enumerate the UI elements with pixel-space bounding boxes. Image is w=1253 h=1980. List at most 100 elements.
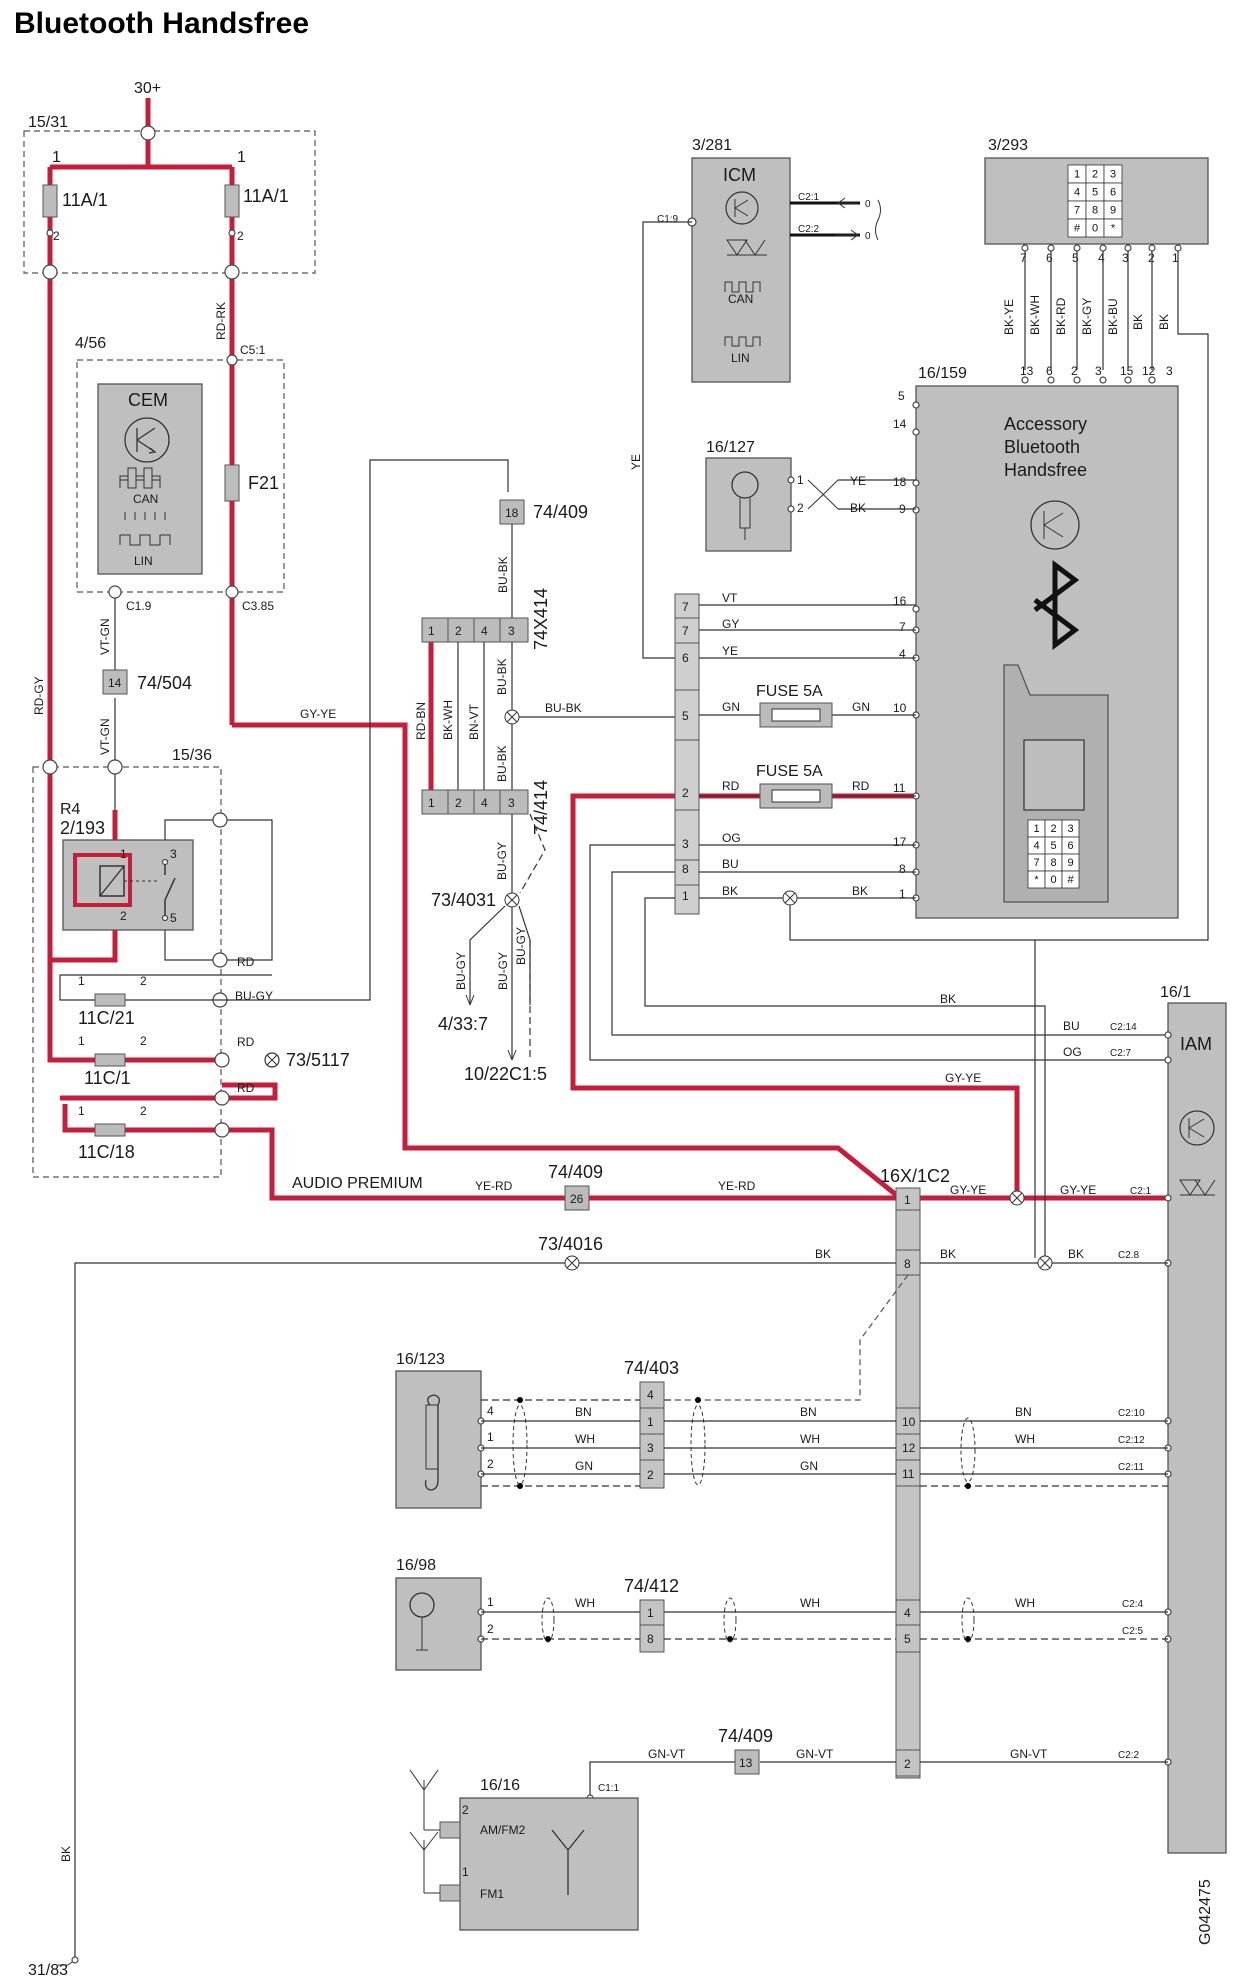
keypad-ref-label: 3/293 [988, 137, 1028, 154]
pin-3-label: 3 [508, 796, 515, 810]
power-wire-audio-premium [62, 1104, 903, 1201]
wire-label-bk-8: BK [1068, 1247, 1084, 1261]
connector-74x414 [421, 617, 529, 643]
splice-73-5117-label: 73/5117 [286, 1050, 350, 1070]
wire-bu-gy [59, 459, 509, 1001]
terminal [214, 1090, 230, 1106]
terminal [225, 585, 239, 599]
pin-5-label: 5 [898, 389, 905, 403]
pin-c2-1-label: C2:1 [1130, 1186, 1152, 1197]
module-15-36-label: 15/36 [172, 747, 212, 764]
terminal [42, 264, 58, 280]
mic-box [705, 457, 792, 552]
pin-4-label: 4 [481, 796, 488, 810]
wire-label-rd-3: RD [237, 1081, 255, 1095]
audio-jack-icon [424, 1394, 440, 1491]
iam-box [1167, 1002, 1227, 1854]
splice-icon [782, 890, 798, 906]
wire-label-wh-5: WH [800, 1596, 820, 1610]
wire-label-gy-ye: GY-YE [300, 707, 336, 721]
pin-11-label: 11 [893, 781, 906, 795]
pin-10-label: 10 [902, 1415, 916, 1429]
fuse-5a-b-label: FUSE 5A [756, 763, 823, 780]
connector-74-403 [639, 1381, 665, 1489]
pin-c1-1-label: C1:1 [598, 1783, 620, 1794]
lin-signal-icon [119, 534, 171, 546]
dot [545, 1636, 551, 1642]
pin-2-label: 2 [140, 1104, 147, 1118]
pin-1-label: 1 [78, 974, 85, 988]
connector-column-dividers [675, 617, 699, 886]
wire-label-bu-iam: BU [1063, 1019, 1080, 1033]
connector-74-409-b [564, 1185, 590, 1211]
pin-3-label: 3 [647, 1441, 654, 1455]
pin-c2-11-label: C2:11 [1118, 1462, 1144, 1473]
lin-signal-icon [724, 336, 761, 347]
pin-1-label: 1 [487, 1595, 494, 1609]
wire-label-wh-4: WH [575, 1596, 595, 1610]
wire-label-gy-ye-2: GY-YE [945, 1071, 981, 1085]
pin-1-label: 1 [797, 473, 804, 487]
fuse-5a-b-icon [759, 783, 833, 809]
terminal [107, 759, 123, 775]
dot [965, 1483, 971, 1489]
dashed-shield-link [672, 1274, 909, 1401]
pin-c2-14-label: C2:14 [1110, 1022, 1137, 1033]
keypad-key-label: 7 [1074, 205, 1080, 217]
icm-ref-label: 3/281 [692, 137, 732, 154]
wire-label-bu: BU [722, 857, 739, 871]
pin-5-label: 5 [682, 709, 689, 723]
pin-2-label: 2 [487, 1622, 494, 1636]
wire-label-gn-vt-2: GN-VT [796, 1747, 834, 1761]
pin-4-label: 4 [1098, 251, 1105, 265]
pin-8-label: 8 [904, 1257, 911, 1271]
pin-1-label: 1 [1172, 251, 1179, 265]
cem-label: CEM [128, 390, 168, 410]
wire-label-wh-1: WH [575, 1432, 595, 1446]
supply-label: 30+ [134, 80, 161, 97]
wire-label-bk-ye: BK-YE [1002, 299, 1016, 335]
wire-label-gn-4: GN [800, 1459, 818, 1473]
pin-3-label: 3 [1166, 364, 1173, 378]
terminal [787, 505, 795, 513]
supply-terminal [140, 125, 156, 141]
pin-3-label: 3 [1095, 364, 1102, 378]
fuse-5a-a-label: FUSE 5A [756, 683, 823, 700]
wire-label-ye-mic: YE [850, 474, 866, 488]
pin-1-label: 1 [120, 847, 127, 861]
terminal [214, 1052, 230, 1068]
connector-74-409-c [734, 1749, 760, 1775]
terminal [108, 585, 122, 599]
relay-label: 2/193 [60, 818, 105, 838]
splice-icon [504, 709, 520, 725]
wire-label-bk-bu: BK-BU [1106, 298, 1120, 335]
pin-2-label: 2 [140, 974, 147, 988]
pin-11-label: 11 [902, 1467, 915, 1481]
wire-label-gn-2: GN [852, 700, 870, 714]
connector-74-504-label: 74/504 [137, 673, 192, 693]
wire-label-bn-3: BN [1015, 1405, 1032, 1419]
connector-74-409-c-label: 74/409 [718, 1726, 773, 1746]
wire-label-rd-5: RD [852, 779, 870, 793]
wire-label-ye-2: YE [722, 644, 738, 658]
pin-2-label: 2 [682, 786, 689, 800]
module-16-1-label: 16/1 [1160, 984, 1191, 1001]
power-wire-gy-ye [229, 167, 902, 1200]
accessory-top-pins [1021, 376, 1156, 384]
phone-key-label: 3 [1067, 823, 1073, 835]
signal-bars-icon [124, 512, 166, 520]
module-16-98-box [395, 1577, 482, 1671]
phone-key-cell [1061, 870, 1080, 889]
wire-gn-vt [589, 1761, 1168, 1798]
transistor-icon [124, 417, 170, 463]
mic-ref-label: 16/127 [706, 439, 755, 456]
transistor-icon [1179, 1110, 1215, 1146]
pin-15-label: 15 [1120, 364, 1134, 378]
fuse-11c21-label: 11C/21 [78, 1008, 135, 1028]
fuse-11c18-symbol [94, 1123, 126, 1137]
wire-label-rd-bn: RD-BN [414, 702, 428, 740]
phone-key-label: 7 [1033, 857, 1039, 869]
connector-74-414-label: 74/414 [531, 780, 551, 835]
wire-label-bu-bk-3: BU-BK [495, 745, 509, 782]
